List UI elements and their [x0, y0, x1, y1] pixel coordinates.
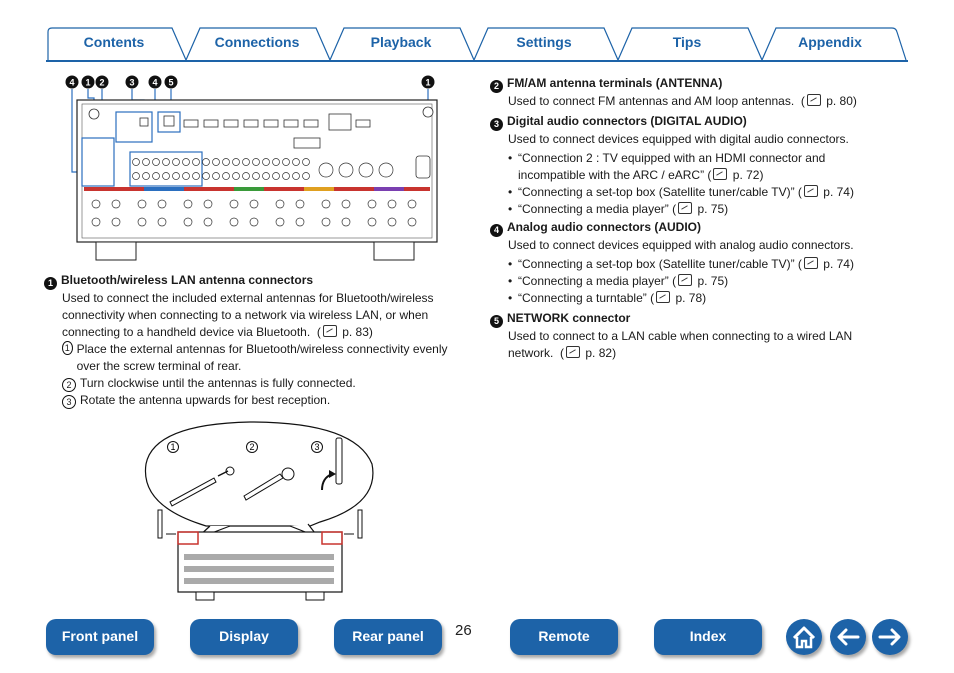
step-number: 1 [62, 341, 73, 355]
rear-panel-button[interactable]: Rear panel [334, 619, 442, 655]
ref-icon [806, 94, 821, 106]
page-ref-link[interactable]: p. 74 [823, 257, 850, 271]
section-analog-audio: 4 Analog audio connectors (AUDIO) Used to… [490, 219, 900, 307]
illus-step-2: 2 [249, 442, 254, 452]
bullet-text: “Connecting a set-top box (Satellite tun… [518, 185, 795, 199]
ref-icon [713, 168, 728, 180]
remote-button[interactable]: Remote [510, 619, 618, 655]
ref-icon [322, 325, 337, 337]
tab-outlines [47, 27, 907, 61]
page-ref-link[interactable]: p. 80 [826, 94, 853, 108]
ref-icon [678, 202, 693, 214]
ref-icon [803, 257, 818, 269]
page-ref-link[interactable]: p. 74 [823, 185, 850, 199]
step-number: 3 [62, 395, 76, 409]
bullet-text: “Connecting a set-top box (Satellite tun… [518, 257, 795, 271]
num-badge: 2 [490, 80, 503, 93]
tab-settings[interactable]: Settings [516, 34, 572, 50]
forward-button[interactable] [872, 619, 908, 655]
page-ref-link[interactable]: p. 75 [697, 274, 725, 288]
section-title: FM/AM antenna terminals (ANTENNA) [507, 76, 723, 90]
section-title: Digital audio connectors (DIGITAL AUDIO) [507, 114, 747, 128]
page-ref-link[interactable]: p. 75 [697, 202, 725, 216]
top-tab-bar: Contents Connections Playback Settings T… [46, 26, 908, 62]
section-body: Used to connect devices equipped with di… [508, 132, 849, 146]
illus-step-3: 3 [314, 442, 319, 452]
page-ref-link[interactable]: p. 78 [675, 291, 703, 305]
section-title: Bluetooth/wireless LAN antenna connector… [61, 273, 314, 287]
antenna-install-illustration: 1 2 3 [140, 404, 380, 604]
num-badge: 4 [490, 224, 503, 237]
section-digital-audio: 3 Digital audio connectors (DIGITAL AUDIO… [490, 113, 900, 218]
back-button[interactable] [830, 619, 866, 655]
page-ref-link[interactable]: p. 72 [732, 168, 760, 182]
arrow-left-icon [837, 628, 860, 646]
tab-tips[interactable]: Tips [672, 34, 702, 50]
header-rule [46, 60, 908, 62]
tab-playback[interactable]: Playback [370, 34, 432, 50]
section-body: Used to connect FM antennas and AM loop … [508, 94, 795, 108]
callout-4a: 4 [69, 78, 74, 88]
callout-4b: 4 [152, 78, 157, 88]
tab-contents[interactable]: Contents [83, 34, 145, 50]
step-text: Turn clockwise until the antennas is ful… [80, 376, 356, 390]
section-body: Used to connect to a LAN cable when conn… [508, 329, 853, 360]
section-title: NETWORK connector [507, 311, 631, 325]
section-title: Analog audio connectors (AUDIO) [507, 220, 702, 234]
section-bluetooth-antenna: 1 Bluetooth/wireless LAN antenna connecto… [44, 272, 464, 409]
illus-step-1: 1 [170, 442, 175, 452]
callout-2: 2 [99, 78, 104, 88]
arrow-right-icon [878, 628, 901, 646]
tab-appendix[interactable]: Appendix [798, 34, 862, 50]
step-number: 2 [62, 378, 76, 392]
ref-icon [656, 291, 671, 303]
num-badge: 3 [490, 118, 503, 131]
ref-icon [803, 185, 818, 197]
callout-1b: 1 [425, 78, 430, 88]
callout-5: 5 [168, 78, 173, 88]
section-body: Used to connect devices equipped with an… [508, 238, 854, 252]
section-network: 5 NETWORK connector Used to connect to a … [490, 310, 890, 362]
ref-icon [678, 274, 693, 286]
display-button[interactable]: Display [190, 619, 298, 655]
step-text: Place the external antennas for Bluetoot… [76, 342, 448, 373]
bullet-text: “Connection 2 : TV equipped with an HDMI… [518, 151, 826, 182]
page-ref-link[interactable]: p. 83 [342, 325, 369, 339]
tab-connections[interactable]: Connections [214, 34, 300, 50]
rear-panel-diagram: 4 1 2 3 4 5 1 [44, 72, 454, 268]
bullet-text: “Connecting a media player” [518, 202, 669, 216]
front-panel-button[interactable]: Front panel [46, 619, 154, 655]
num-badge: 1 [44, 277, 57, 290]
num-badge: 5 [490, 315, 503, 328]
index-button[interactable]: Index [654, 619, 762, 655]
page-ref-link[interactable]: p. 82 [585, 346, 613, 360]
section-fm-am-antenna: 2 FM/AM antenna terminals (ANTENNA) Used … [490, 75, 900, 110]
ref-icon [566, 346, 581, 358]
bullet-text: “Connecting a turntable” [518, 291, 647, 305]
bullet-text: “Connecting a media player” [518, 274, 669, 288]
page-number: 26 [455, 622, 472, 639]
step-text: Rotate the antenna upwards for best rece… [80, 393, 331, 407]
callout-1a: 1 [85, 78, 90, 88]
section-body: Used to connect the included external an… [62, 291, 434, 339]
home-button[interactable] [786, 619, 822, 655]
callout-3: 3 [129, 78, 134, 88]
home-icon [792, 626, 816, 649]
